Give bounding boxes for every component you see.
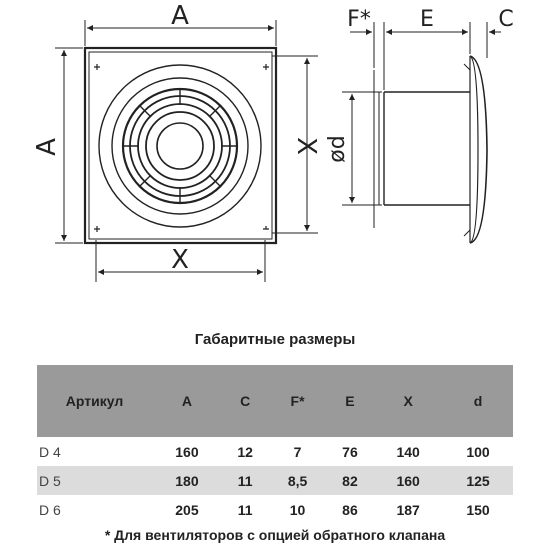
header-d: d [443,365,513,437]
label-a-left: A [32,138,62,156]
cell-d: 125 [443,466,513,495]
cell-e: 86 [342,501,358,518]
header-f: F* [268,365,327,437]
screw-marks [94,64,269,232]
front-plate-inner [88,51,273,240]
label-e: E [420,7,434,32]
front-view [83,46,278,245]
cell-f: 8,5 [268,466,327,495]
front-hub [156,122,204,170]
cell-e: 76 [342,443,358,460]
cell-d: 150 [466,501,490,518]
cell-x: 140 [396,443,420,460]
front-dimensions [55,20,318,282]
table-header-row: Артикул A C F* E X d [37,365,513,437]
header-article: Артикул [37,365,152,437]
table-row: D 4 160 12 7 76 140 100 [37,437,513,466]
cell-article: D 5 [37,466,152,495]
cell-c: 11 [221,466,269,495]
label-x-right: X [291,137,321,155]
footnote: * Для вентиляторов с опцией обратного кл… [104,527,446,543]
table-row: D 6 205 11 10 86 187 150 [37,495,513,524]
cell-c: 11 [237,501,253,518]
grille-spokes [123,89,237,203]
fan-dimension-drawing: A A X X F* E C ød [32,1,514,282]
side-view [373,55,488,244]
label-x-bottom: X [171,245,189,275]
table-row: D 5 180 11 8,5 82 160 125 [37,466,513,495]
cell-x: 160 [373,466,444,495]
cell-e: 82 [326,466,374,495]
front-mid-ring [111,77,249,215]
front-plate-outer [83,46,278,245]
header-a: A [152,365,222,437]
cell-a: 160 [175,443,199,460]
front-outer-ring [98,64,262,228]
cell-d: 100 [466,443,490,460]
front-grille-ring-4 [145,111,215,181]
cell-f: 7 [293,443,302,460]
label-c: C [498,7,513,32]
dimensions-title: Габаритные размеры [194,331,356,348]
header-e: E [326,365,374,437]
cell-c: 12 [237,443,253,460]
side-dimensions [342,22,501,206]
cell-f: 10 [289,501,306,518]
dimensions-table: Артикул A C F* E X d D 4 160 12 7 76 140… [37,365,513,524]
cell-article: D 6 [39,501,61,518]
label-diameter: ød [325,135,350,162]
label-a-top: A [171,1,189,31]
cell-a: 205 [175,501,199,518]
cell-article: D 4 [39,443,61,460]
header-x: X [373,365,444,437]
label-f: F* [347,7,371,32]
cell-x: 187 [396,501,420,518]
header-c: C [221,365,269,437]
cell-a: 180 [152,466,222,495]
